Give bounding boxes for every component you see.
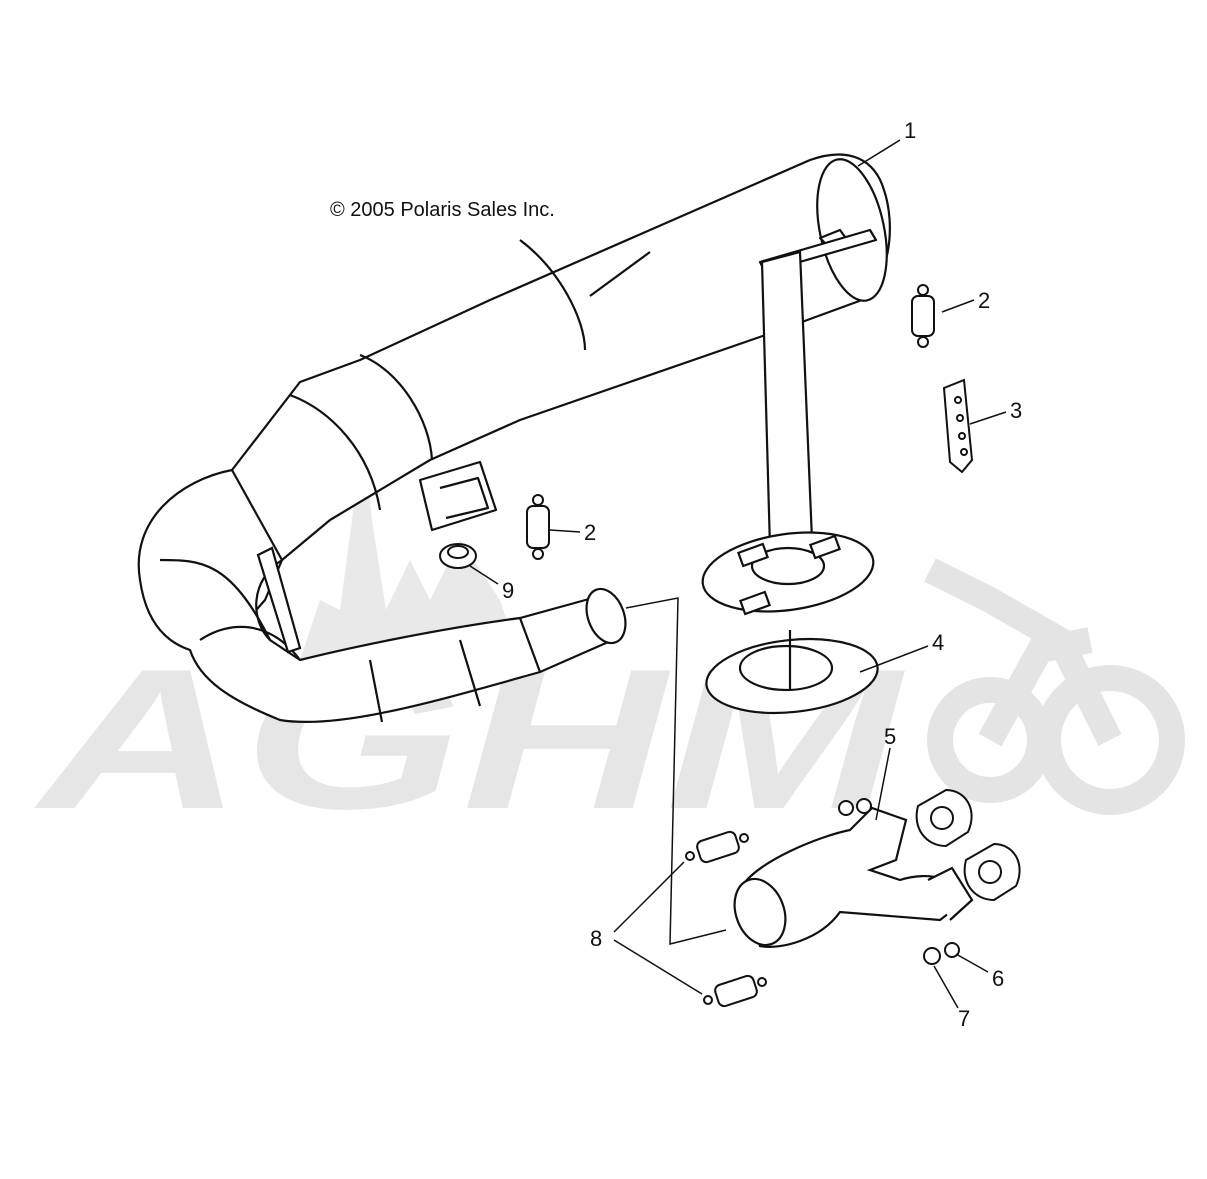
bracket-part-3 xyxy=(942,378,974,474)
spring-part-2-lower xyxy=(526,494,550,560)
gasket-part-4 xyxy=(705,630,879,715)
flange-gaskets xyxy=(915,788,1021,902)
outlet-stinger xyxy=(701,250,875,616)
muffler-part-1 xyxy=(228,153,891,642)
callout-7: 7 xyxy=(958,1006,971,1031)
leader-lines xyxy=(469,139,1007,1009)
copyright-notice: © 2005 Polaris Sales Inc. xyxy=(330,199,555,221)
callout-2-upper: 2 xyxy=(978,288,991,313)
springs-part-8 xyxy=(685,830,767,1008)
callout-3: 3 xyxy=(1010,398,1023,423)
callout-5: 5 xyxy=(884,724,897,749)
callout-9: 9 xyxy=(502,578,515,603)
bushing-part-9 xyxy=(439,543,477,569)
callout-2-lower: 2 xyxy=(584,520,597,545)
callout-1: 1 xyxy=(904,118,917,143)
manifold-part-5 xyxy=(733,806,974,948)
callout-8: 8 xyxy=(590,926,603,951)
spring-part-2-upper xyxy=(911,284,935,348)
nuts-washers xyxy=(838,798,960,965)
callout-6: 6 xyxy=(992,966,1005,991)
watermark-skyline xyxy=(300,420,520,660)
watermark-motorcycle xyxy=(924,558,1185,815)
curved-head-pipe xyxy=(137,468,627,724)
callout-4: 4 xyxy=(932,630,945,655)
